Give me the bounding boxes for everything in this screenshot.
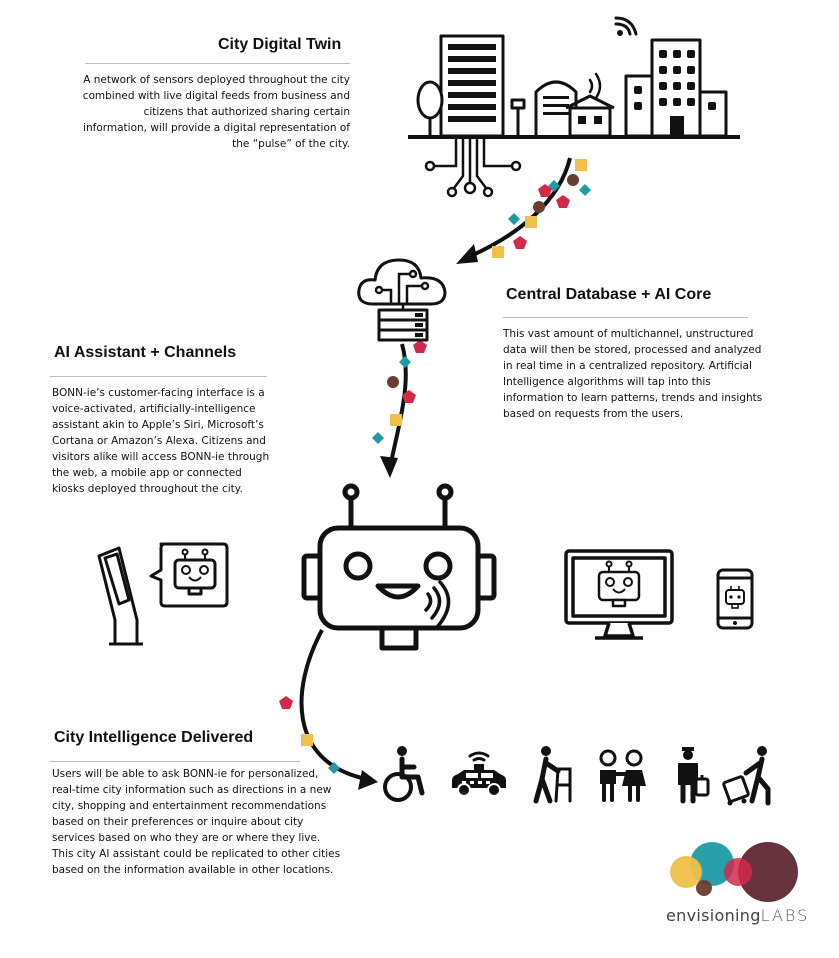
kiosk-icon: [97, 542, 229, 646]
tourist-luggage-icon: [722, 746, 771, 806]
circuit-icon: [424, 136, 522, 198]
children-icon: [599, 749, 646, 802]
assistant-title: AI Assistant + Channels: [54, 344, 237, 361]
digital-twin-body: A network of sensors deployed throughout…: [82, 74, 350, 150]
teal-diamonds: [328, 180, 591, 774]
robot-icon: [301, 483, 497, 651]
wheelchair-icon: [383, 746, 425, 802]
elderly-walker-icon: [533, 746, 572, 804]
delivered-divider: [50, 761, 300, 762]
assistant-divider: [50, 376, 267, 377]
delivered-body-p1: Users will be able to ask BONN-ie for pe…: [52, 768, 332, 844]
envisioning-labs-logo-icon: [670, 842, 798, 902]
delivered-body-p2: This city AI assistant could be replicat…: [52, 848, 341, 876]
cloud-server-icon: [357, 258, 447, 342]
taxi-icon: [452, 751, 506, 797]
logo-suffix: LABS: [760, 906, 810, 925]
assistant-body: BONN-ie’s customer-facing interface is a…: [52, 387, 270, 495]
digital-twin-divider: [85, 63, 350, 64]
smartphone-icon: [716, 568, 754, 630]
database-title: Central Database + AI Core: [506, 286, 712, 303]
monitor-icon: [564, 549, 674, 640]
brown-dots: [387, 174, 579, 388]
digital-twin-title: City Digital Twin: [218, 36, 342, 53]
delivered-body: Users will be able to ask BONN-ie for pe…: [52, 766, 342, 878]
database-body: This vast amount of multichannel, unstru…: [503, 328, 763, 420]
wifi-icon: [614, 16, 638, 36]
red-pentagons: [279, 184, 570, 709]
delivered-title: City Intelligence Delivered: [54, 729, 254, 746]
business-traveler-icon: [678, 747, 710, 804]
logo-prefix: envisioning: [666, 906, 761, 925]
yellow-squares: [301, 159, 587, 746]
logo-wordmark: envisioningLABS: [666, 906, 809, 925]
database-divider: [503, 317, 748, 318]
